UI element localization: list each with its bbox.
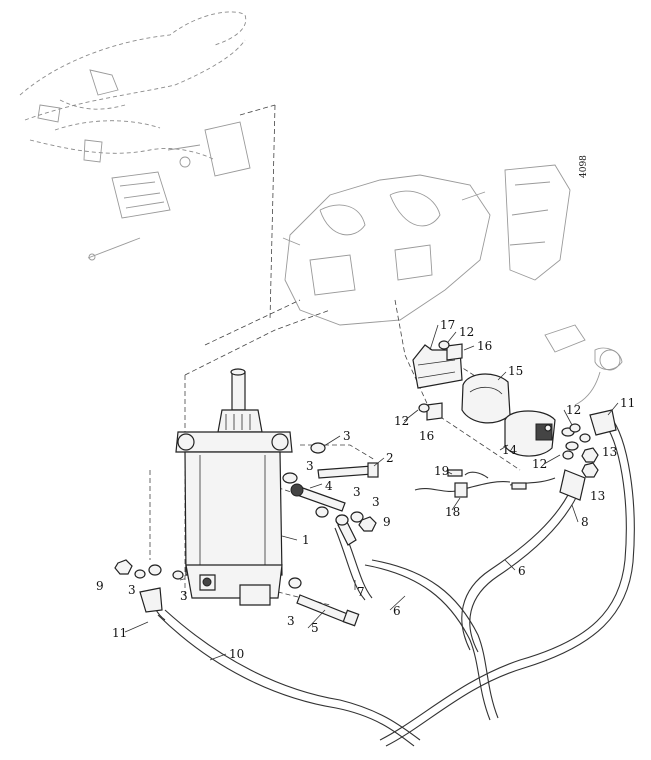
bolt-4 (290, 483, 346, 512)
callout-6: 6 (518, 564, 526, 578)
callout-5: 5 (311, 621, 319, 635)
bolt-5 (296, 594, 360, 627)
cable-terminals (139, 409, 617, 613)
callout-13: 13 (590, 489, 605, 503)
callout-3: 3 (343, 429, 351, 443)
ghost-wiring-harness (19, 11, 247, 163)
starter-motor (175, 368, 293, 606)
callout-3: 3 (372, 495, 380, 509)
nuts-9 (114, 516, 377, 575)
callout-11: 11 (620, 396, 635, 410)
callout-3: 3 (306, 459, 314, 473)
callout-9: 9 (96, 579, 104, 593)
callout-10: 10 (229, 647, 244, 661)
callout-1: 1 (302, 533, 310, 547)
callout-16: 16 (419, 429, 434, 443)
callout-12: 12 (532, 457, 547, 471)
callout-15: 15 (508, 364, 523, 378)
ghost-ignition-module (87, 121, 251, 261)
bolts-16 (418, 340, 463, 421)
solenoid-14 (504, 410, 556, 457)
callout-4: 4 (325, 479, 333, 493)
callout-12: 12 (459, 325, 474, 339)
callout-19: 19 (434, 464, 449, 478)
callout-12: 12 (394, 414, 409, 428)
callout-3: 3 (128, 583, 136, 597)
callout-3: 3 (180, 589, 188, 603)
callout-3: 3 (287, 614, 295, 628)
callout-17: 17 (440, 318, 455, 332)
ghost-switch (574, 347, 623, 406)
bolt-2 (317, 462, 379, 479)
callout-3: 3 (353, 485, 361, 499)
callout-16: 16 (477, 339, 492, 353)
callout-numbers: 1 2 3 3 3 3 3 3 3 4 5 6 6 7 8 9 9 10 11 … (96, 155, 635, 661)
corner-code: 4098 (579, 155, 589, 178)
callout-leaders (124, 324, 619, 661)
callout-12: 12 (566, 403, 581, 417)
callout-13: 13 (602, 445, 617, 459)
ghost-cylinder-block (282, 164, 621, 371)
cover-15 (461, 373, 511, 424)
callout-6: 6 (393, 604, 401, 618)
callout-11: 11 (112, 626, 127, 640)
callout-18: 18 (445, 505, 460, 519)
callout-7: 7 (357, 585, 365, 599)
callout-9: 9 (383, 515, 391, 529)
callout-2: 2 (386, 451, 394, 465)
callout-8: 8 (581, 515, 589, 529)
callout-14: 14 (502, 443, 518, 457)
harness-18-19 (414, 469, 556, 498)
